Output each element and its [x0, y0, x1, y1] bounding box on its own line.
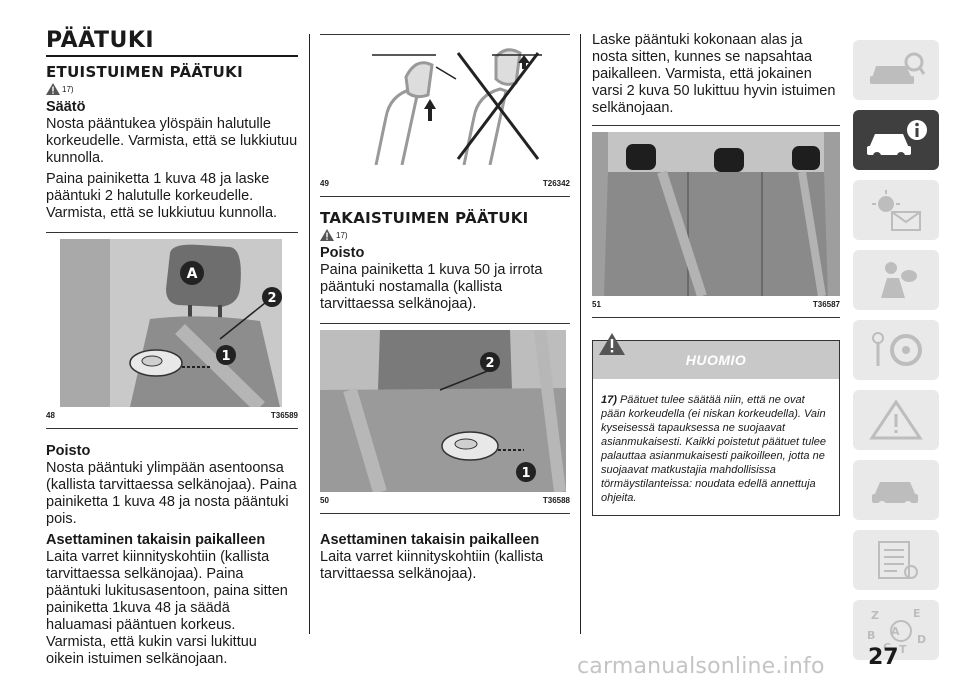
- warning-text: Päätuet tulee säätää niin, että ne ovat …: [601, 394, 827, 504]
- rear-headrest-title: TAKAISTUIMEN PÄÄTUKI: [320, 209, 529, 227]
- callout-2: 2: [267, 291, 276, 306]
- callout-2: 2: [485, 356, 494, 371]
- svg-text:Z: Z: [871, 609, 879, 622]
- car-info-icon[interactable]: [853, 110, 939, 170]
- adjust-heading: Säätö: [46, 99, 86, 115]
- column-3: Laske pääntuki kokonaan alas ja nosta si…: [592, 32, 840, 516]
- rear-remove-heading: Poisto: [320, 245, 365, 261]
- note-ref: 17): [320, 229, 570, 241]
- chapter-sidebar: Z E B A C T D: [853, 40, 939, 670]
- column-divider: [309, 34, 310, 634]
- svg-text:C: C: [883, 641, 891, 654]
- warning-triangle-icon: [46, 83, 60, 95]
- page-number: 27: [868, 645, 899, 670]
- callout-a: A: [187, 266, 198, 282]
- rear-refit-heading: Asettaminen takaisin paikalleen: [320, 532, 540, 548]
- rear-seats-illustration: [592, 132, 840, 296]
- rear-remove-paragraph: Paina painiketta 1 kuva 50 ja irrota pää…: [320, 262, 543, 312]
- column-1: PÄÄTUKI ETUISTUIMEN PÄÄTUKI 17) Säätö No…: [46, 28, 298, 672]
- col3-paragraph: Laske pääntuki kokonaan alas ja nosta si…: [592, 32, 836, 116]
- headrest-diagram-illustration: [372, 48, 546, 166]
- refit-heading: Asettaminen takaisin paikalleen: [46, 532, 266, 548]
- rear-headrest-photo: 2 1: [320, 330, 566, 492]
- warning-ref: 17): [601, 394, 617, 406]
- rear-seats-photo: [592, 132, 840, 296]
- car-service-icon[interactable]: [853, 460, 939, 520]
- warning-header: HUOMIO: [593, 333, 839, 379]
- title-rule: [46, 55, 298, 57]
- specs-list-icon[interactable]: [853, 530, 939, 590]
- alphabet-search-icon[interactable]: Z E B A C T D: [853, 600, 939, 660]
- airbag-person-icon[interactable]: [853, 250, 939, 310]
- warning-box: HUOMIO 17) Päätuet tulee säätää niin, et…: [592, 333, 840, 516]
- page-title: PÄÄTUKI: [46, 28, 155, 53]
- front-headrest-photo: A 2 1: [60, 239, 282, 407]
- callout-1: 1: [221, 349, 230, 364]
- headrest-position-diagram: [346, 47, 546, 166]
- front-headrest-illustration: A 2 1: [60, 239, 282, 407]
- svg-text:T: T: [899, 643, 907, 655]
- warning-body: 17) Päätuet tulee säätää niin, että ne o…: [593, 379, 839, 515]
- front-headrest-title: ETUISTUIMEN PÄÄTUKI: [46, 63, 243, 81]
- refit-paragraph: Laita varret kiinnityskohtiin (kallista …: [46, 549, 288, 667]
- remove-paragraph: Nosta pääntuki ylimpään asentoonsa (kall…: [46, 460, 297, 527]
- rear-refit-paragraph: Laita varret kiinnityskohtiin (kallista …: [320, 549, 544, 582]
- warning-title: HUOMIO: [685, 352, 747, 368]
- steering-key-icon[interactable]: [853, 320, 939, 380]
- callout-1: 1: [521, 466, 530, 481]
- car-search-icon[interactable]: [853, 40, 939, 100]
- svg-text:B: B: [867, 629, 875, 642]
- watermark: carmanualsonline.info: [577, 654, 825, 679]
- warning-triangle-icon[interactable]: [853, 390, 939, 450]
- svg-text:D: D: [917, 633, 926, 646]
- adjust-paragraph-1: Nosta pääntukea ylöspäin halutulle korke…: [46, 116, 298, 166]
- adjust-paragraph-2: Paina painiketta 1 kuva 48 ja laske pään…: [46, 171, 278, 221]
- svg-text:A: A: [891, 625, 900, 638]
- warning-triangle-icon: [599, 333, 625, 355]
- remove-heading: Poisto: [46, 443, 91, 459]
- column-divider: [580, 34, 581, 634]
- svg-text:E: E: [913, 607, 921, 620]
- warning-triangle-icon: [320, 229, 334, 241]
- lights-message-icon[interactable]: [853, 180, 939, 240]
- rear-headrest-illustration: 2 1: [320, 330, 566, 492]
- note-ref: 17): [46, 83, 298, 95]
